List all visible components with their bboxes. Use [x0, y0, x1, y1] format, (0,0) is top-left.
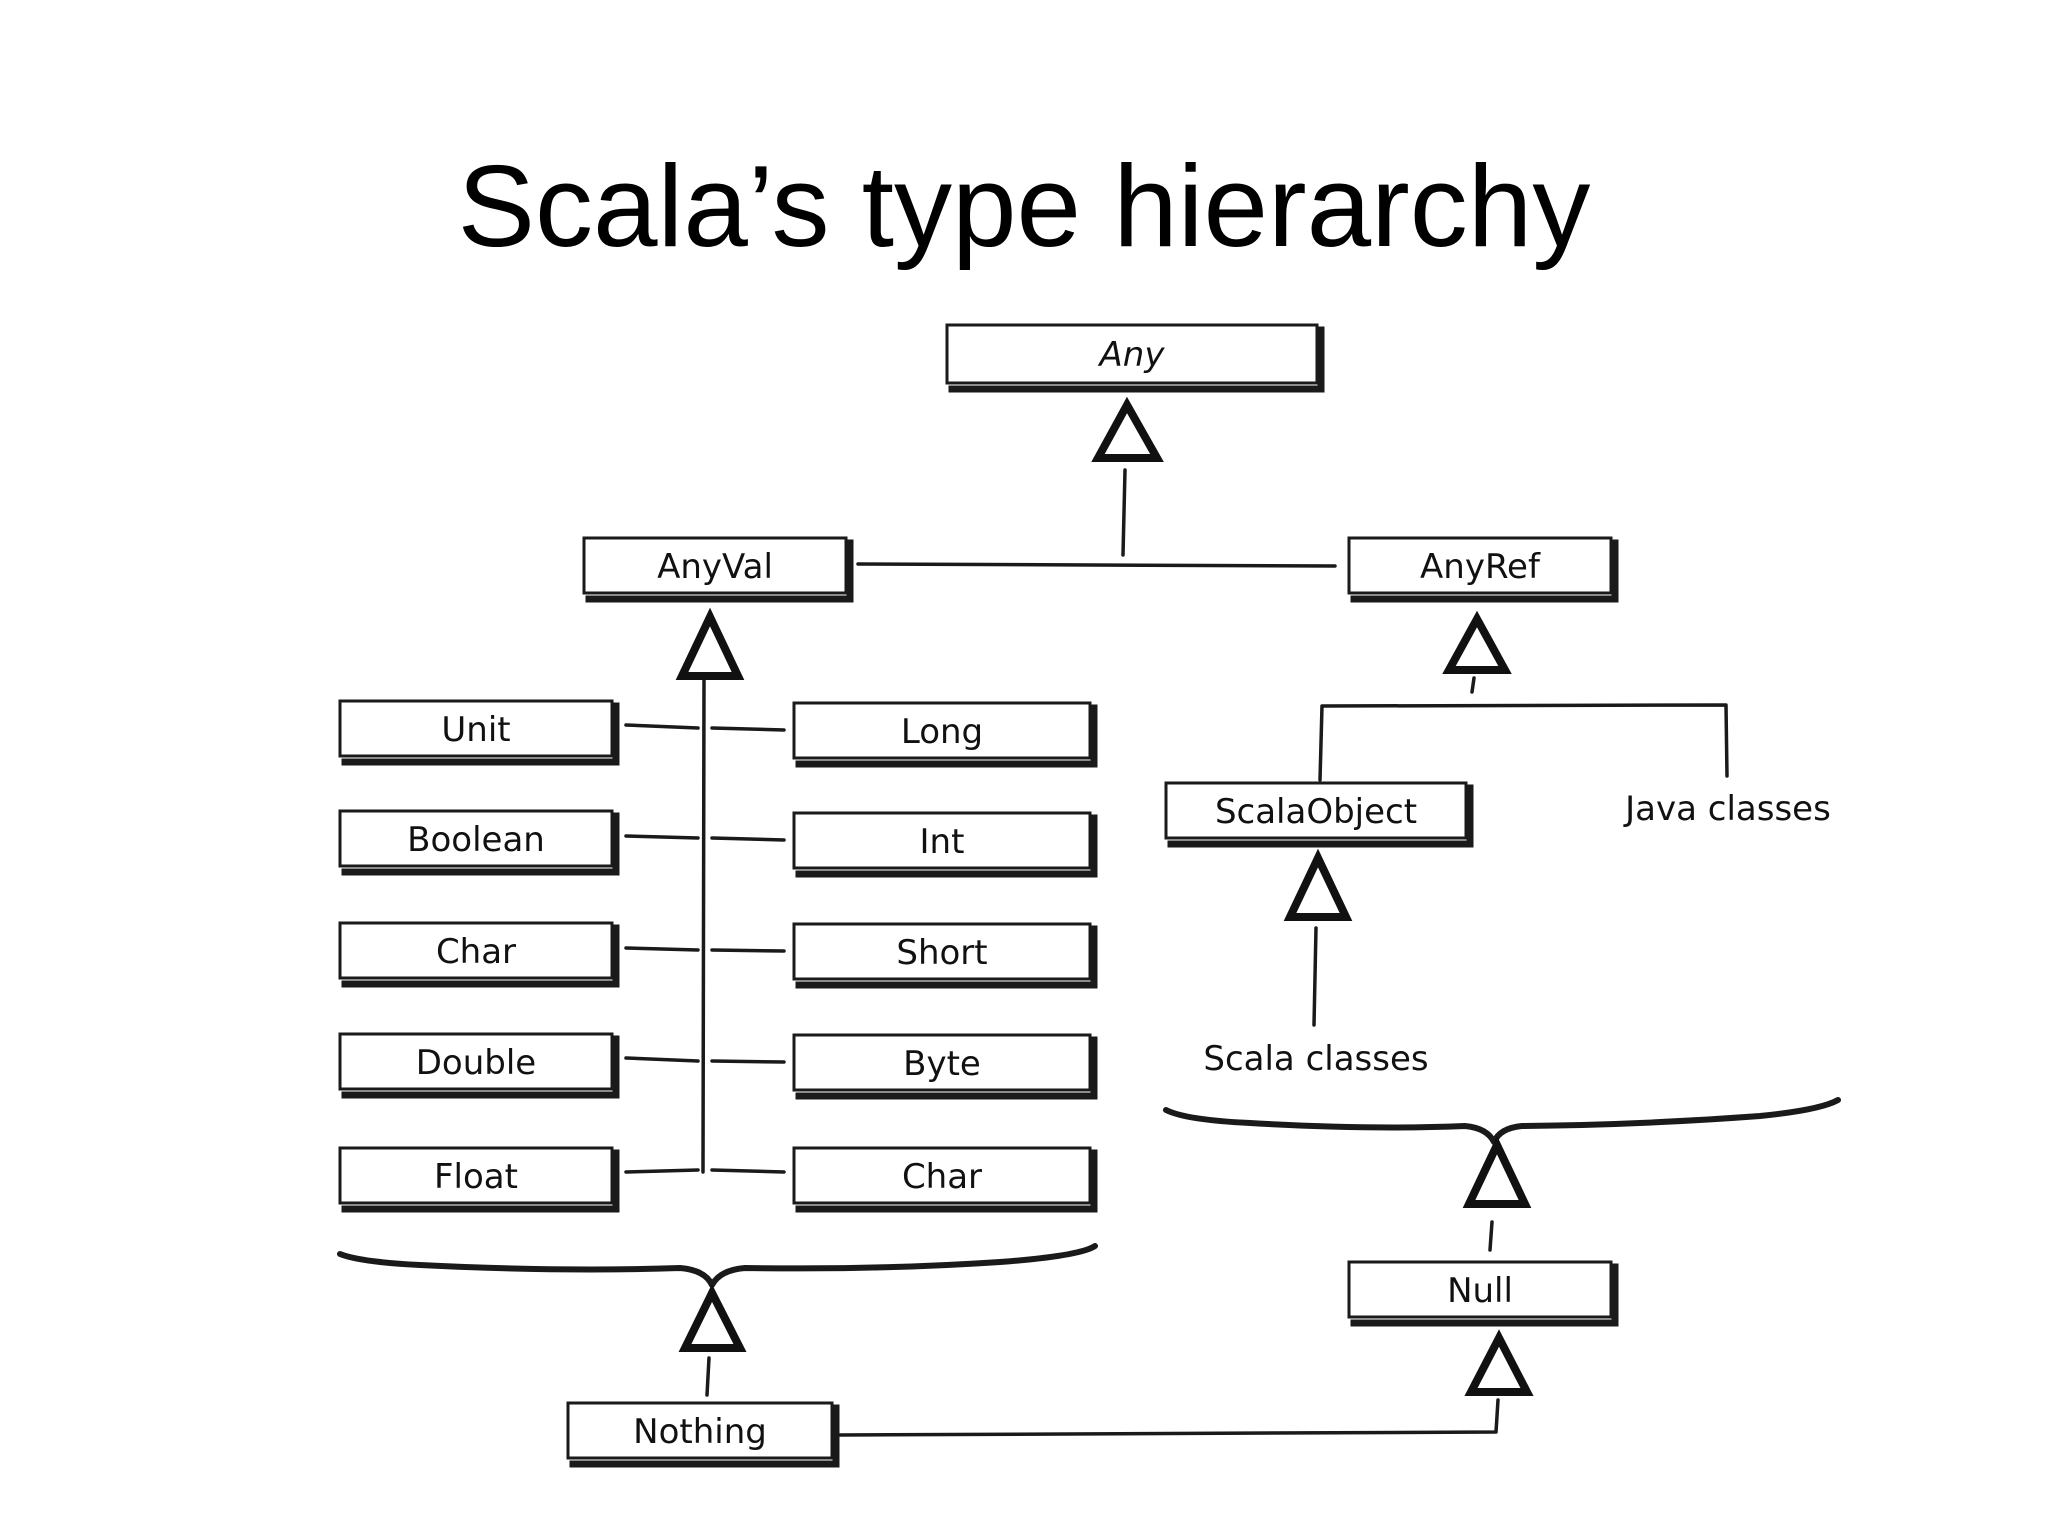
node-short-label: Short: [896, 933, 987, 973]
connector-char-left: [624, 946, 700, 952]
node-float-label: Float: [434, 1157, 518, 1197]
arrow-to-scalaobject: [1283, 848, 1353, 921]
node-double-label: Double: [416, 1043, 536, 1083]
node-byte: Byte: [792, 1033, 1098, 1100]
node-anyval-label: AnyVal: [657, 547, 773, 587]
arrow-to-scala-ref-brace: [1462, 1135, 1532, 1208]
connector-anyref-stem: [1470, 676, 1476, 694]
connector-long: [710, 726, 786, 732]
java-classes-label: Java classes: [1623, 789, 1831, 829]
node-nothing: Nothing: [566, 1401, 840, 1468]
connector-int: [710, 836, 786, 842]
node-anyval: AnyVal: [582, 536, 854, 603]
node-short: Short: [792, 922, 1098, 989]
connector-nothing-null: [838, 1398, 1500, 1437]
scala-classes-label: Scala classes: [1203, 1039, 1428, 1079]
arrow-to-anyval: [675, 607, 745, 680]
node-nothing-label: Nothing: [633, 1412, 767, 1452]
node-char-right: Char: [792, 1146, 1098, 1213]
node-anyref-label: AnyRef: [1420, 547, 1541, 587]
node-char-left: Char: [338, 921, 620, 988]
connector-scala-classes: [1312, 926, 1318, 1027]
connector-any-stem: [1121, 468, 1127, 557]
slide-title: Scala’s type hierarchy: [457, 141, 1591, 271]
connector-short: [710, 948, 786, 953]
connector-byte: [710, 1059, 786, 1064]
node-anyref: AnyRef: [1347, 536, 1619, 603]
connector-null-stem: [1488, 1220, 1494, 1252]
arrow-to-anyref: [1442, 610, 1512, 674]
node-scalaobject-label: ScalaObject: [1215, 792, 1417, 832]
node-long-label: Long: [901, 712, 983, 752]
brace-anyref-subtypes: [1163, 1097, 1841, 1145]
node-byte-label: Byte: [903, 1044, 981, 1084]
node-float: Float: [338, 1146, 620, 1213]
node-double: Double: [338, 1032, 620, 1099]
connector-float: [624, 1168, 700, 1174]
node-unit-label: Unit: [441, 710, 510, 750]
arrow-to-anyval-brace: [678, 1284, 747, 1352]
connector-anyref-branch: [1318, 703, 1729, 782]
node-unit: Unit: [338, 699, 620, 766]
node-boolean-label: Boolean: [407, 820, 545, 860]
node-char-right-label: Char: [902, 1157, 982, 1197]
brace-anyval-subtypes: [337, 1243, 1098, 1288]
node-any-label: Any: [1098, 335, 1166, 375]
node-scalaobject: ScalaObject: [1164, 781, 1474, 848]
arrow-to-null: [1464, 1329, 1534, 1396]
node-int-label: Int: [920, 822, 965, 862]
node-null-label: Null: [1447, 1271, 1513, 1311]
connector-anyval-spine: [701, 678, 706, 1174]
connector-boolean: [624, 834, 700, 840]
node-boolean: Boolean: [338, 809, 620, 876]
node-char-left-label: Char: [436, 932, 516, 972]
connector-unit: [624, 723, 700, 730]
connector-double: [624, 1056, 700, 1063]
node-long: Long: [792, 701, 1098, 768]
connector-nothing-stem: [705, 1356, 711, 1397]
connector-char-right: [710, 1168, 786, 1174]
node-int: Int: [792, 811, 1098, 878]
connector-anyval-anyref: [856, 562, 1337, 568]
node-null: Null: [1347, 1260, 1619, 1327]
arrow-to-any: [1091, 396, 1164, 462]
node-any: Any: [945, 323, 1325, 393]
